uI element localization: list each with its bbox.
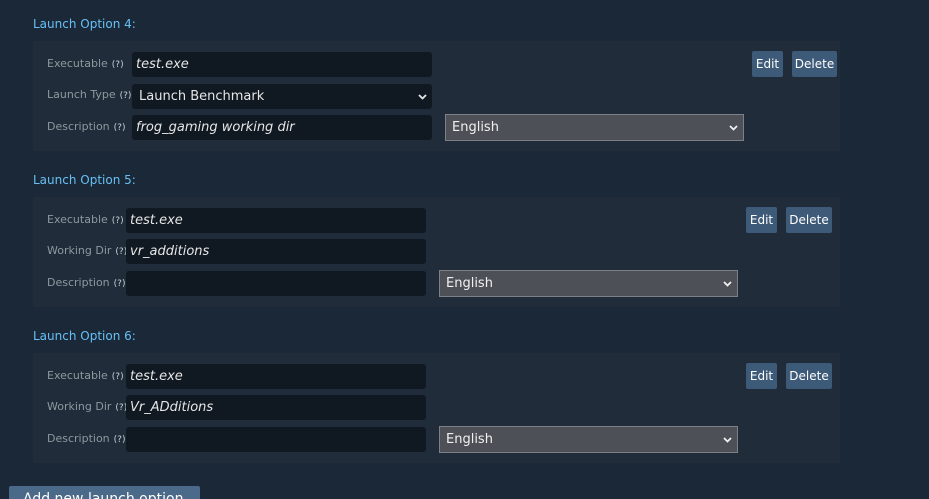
help-icon[interactable]: (?) bbox=[111, 372, 124, 382]
language-value: English bbox=[446, 432, 493, 447]
working-dir-input[interactable]: vr_additions bbox=[126, 239, 426, 264]
executable-input[interactable]: test.exe bbox=[126, 364, 426, 389]
delete-button[interactable]: Delete bbox=[786, 207, 832, 233]
working-dir-label: Working Dir(?) bbox=[47, 400, 128, 413]
description-input[interactable] bbox=[126, 271, 426, 296]
description-label: Description(?) bbox=[47, 432, 126, 445]
description-input[interactable] bbox=[126, 427, 426, 452]
launch-type-label: Launch Type(?) bbox=[47, 88, 132, 101]
description-label: Description(?) bbox=[47, 276, 126, 289]
executable-label: Executable(?) bbox=[47, 369, 124, 382]
description-input[interactable]: frog_gaming working dir bbox=[132, 115, 432, 140]
working-dir-input[interactable]: Vr_ADditions bbox=[126, 395, 426, 420]
edit-button[interactable]: Edit bbox=[746, 207, 777, 233]
executable-input[interactable]: test.exe bbox=[132, 52, 432, 77]
help-icon[interactable]: (?) bbox=[115, 403, 128, 413]
edit-button[interactable]: Edit bbox=[746, 363, 777, 389]
chevron-down-icon bbox=[418, 94, 427, 100]
help-icon[interactable]: (?) bbox=[113, 435, 126, 445]
launch-option-5-title: Launch Option 5: bbox=[33, 173, 136, 187]
delete-button[interactable]: Delete bbox=[786, 363, 832, 389]
launch-option-6-title: Launch Option 6: bbox=[33, 329, 136, 343]
description-label: Description(?) bbox=[47, 120, 126, 133]
edit-button[interactable]: Edit bbox=[752, 51, 783, 77]
language-select[interactable]: English bbox=[445, 114, 744, 141]
language-value: English bbox=[452, 120, 499, 135]
help-icon[interactable]: (?) bbox=[119, 91, 132, 101]
help-icon[interactable]: (?) bbox=[113, 123, 126, 133]
executable-input[interactable]: test.exe bbox=[126, 208, 426, 233]
launch-option-4-title: Launch Option 4: bbox=[33, 17, 136, 31]
working-dir-label: Working Dir(?) bbox=[47, 244, 128, 257]
delete-button[interactable]: Delete bbox=[792, 51, 837, 77]
language-value: English bbox=[446, 276, 493, 291]
executable-label: Executable(?) bbox=[47, 57, 124, 70]
language-select[interactable]: English bbox=[439, 426, 738, 453]
add-launch-option-button[interactable]: Add new launch option bbox=[9, 486, 200, 499]
launch-type-value: Launch Benchmark bbox=[139, 89, 265, 104]
language-select[interactable]: English bbox=[439, 270, 738, 297]
chevron-down-icon bbox=[723, 437, 732, 443]
help-icon[interactable]: (?) bbox=[111, 60, 124, 70]
launch-type-select[interactable]: Launch Benchmark bbox=[132, 84, 432, 109]
help-icon[interactable]: (?) bbox=[113, 279, 126, 289]
help-icon[interactable]: (?) bbox=[115, 247, 128, 257]
executable-label: Executable(?) bbox=[47, 213, 124, 226]
chevron-down-icon bbox=[723, 281, 732, 287]
chevron-down-icon bbox=[729, 125, 738, 131]
help-icon[interactable]: (?) bbox=[111, 216, 124, 226]
